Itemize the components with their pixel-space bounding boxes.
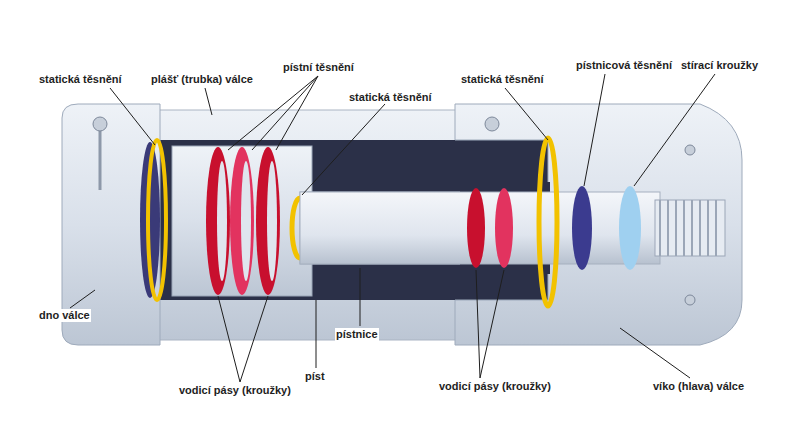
part-label: píst	[304, 370, 326, 383]
part-label: pístní těsnění	[282, 61, 355, 74]
part-label: statická těsnění	[460, 73, 545, 86]
part-label: stírací kroužky	[680, 59, 759, 72]
part-label: vodicí pásy (kroužky)	[178, 384, 292, 397]
part-label: víko (hlava) válce	[652, 380, 745, 393]
part-label: dno válce	[38, 309, 91, 322]
part-label: vodicí pásy (kroužky)	[438, 380, 552, 393]
part-label: pístnice	[335, 328, 379, 341]
part-label: pístnicová těsnění	[575, 59, 673, 72]
part-label: plášť (trubka) válce	[150, 73, 254, 86]
leader-lines	[70, 74, 715, 382]
part-label: statická těsnění	[38, 73, 123, 86]
part-label: statická těsnění	[348, 91, 433, 104]
